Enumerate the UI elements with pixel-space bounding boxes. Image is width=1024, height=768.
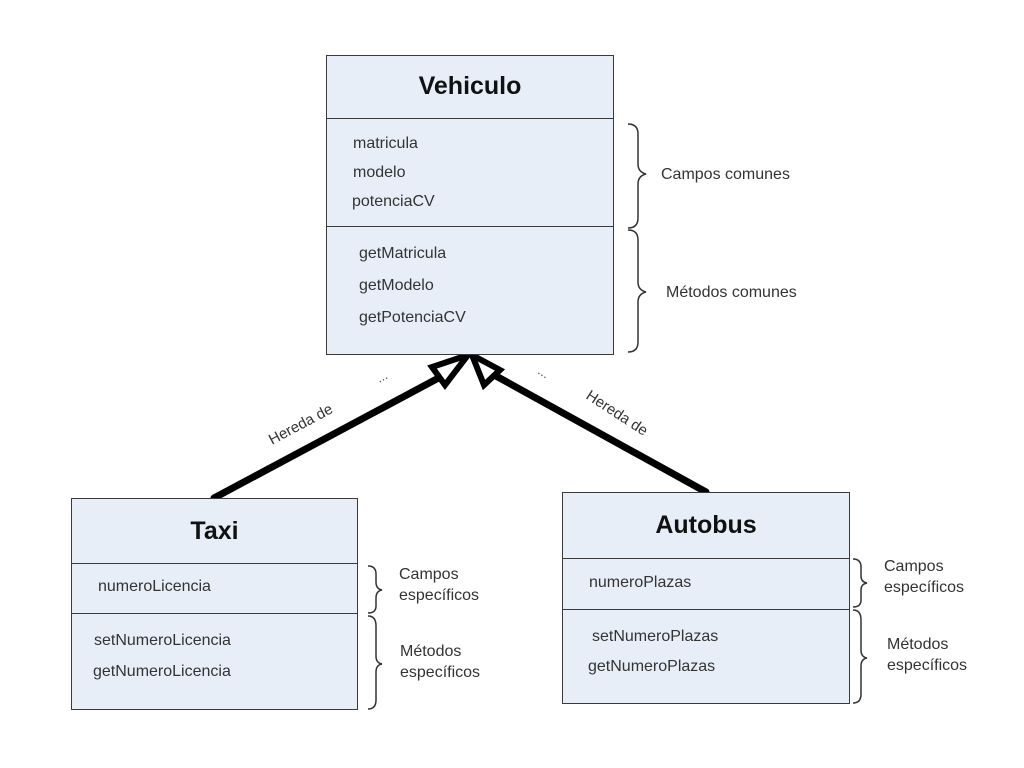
method-getMatricula: getMatricula [359,245,447,262]
annotation-metodos-comunes: Métodos comunes [666,284,797,301]
brace-campos-comunes [627,123,647,229]
annotation-taxi-metodos-line1: Métodos [400,643,462,660]
annotation-taxi-campos-line2: específicos [399,587,480,604]
ellipsis-right: ... [535,363,552,381]
class-vehiculo: Vehiculo matricula modelo potenciaCV get… [326,55,614,355]
brace-autobus-metodos [852,609,868,704]
class-autobus: Autobus numeroPlazas setNumeroPlazas get… [562,492,850,704]
method-getNumeroLicencia: getNumeroLicencia [93,663,231,680]
class-name-vehiculo: Vehiculo [418,72,522,100]
annotation-taxi-metodos: Métodos específicos [400,641,480,683]
annotation-autobus-campos-line2: específicos [884,579,965,596]
annotation-taxi-campos-line1: Campos [399,566,459,583]
brace-autobus-campos [852,558,868,608]
brace-taxi-campos [367,565,383,614]
annotation-taxi-metodos-line2: específicos [400,664,481,681]
methods-section-taxi: setNumeroLicencia getNumeroLicencia [72,613,357,710]
field-numeroPlazas: numeroPlazas [589,574,692,591]
method-getPotenciaCV: getPotenciaCV [359,309,466,326]
field-numeroLicencia: numeroLicencia [98,578,211,595]
methods-section-vehiculo: getMatricula getModelo getPotenciaCV [327,226,613,355]
class-taxi: Taxi numeroLicencia setNumeroLicencia ge… [71,498,358,710]
annotation-campos-comunes: Campos comunes [661,166,790,183]
methods-section-autobus: setNumeroPlazas getNumeroPlazas [563,609,849,704]
method-setNumeroPlazas: setNumeroPlazas [592,628,719,645]
fields-section-taxi: numeroLicencia [72,563,357,614]
field-matricula: matricula [353,135,418,152]
inheritance-arrowhead-autobus [466,348,506,391]
method-getNumeroPlazas: getNumeroPlazas [588,658,716,675]
annotation-autobus-campos-line1: Campos [884,558,944,575]
annotation-autobus-metodos-line2: específicos [887,657,968,674]
field-potenciaCV: potenciaCV [352,193,435,210]
annotation-autobus-campos: Campos específicos [884,556,964,598]
inheritance-line-taxi [210,370,450,502]
brace-metodos-comunes [627,229,647,353]
annotation-taxi-campos: Campos específicos [399,564,479,606]
fields-section-vehiculo: matricula modelo potenciaCV [327,118,613,227]
method-getModelo: getModelo [359,277,434,294]
class-name-taxi: Taxi [190,517,239,545]
fields-section-autobus: numeroPlazas [563,558,849,610]
inheritance-line-autobus [492,372,710,496]
method-setNumeroLicencia: setNumeroLicencia [94,632,231,649]
brace-taxi-metodos [367,615,383,710]
ellipsis-left: ... [373,367,390,385]
annotation-autobus-metodos-line1: Métodos [887,636,949,653]
field-modelo: modelo [353,164,406,181]
inheritance-arrowhead-taxi [427,349,477,391]
class-name-autobus: Autobus [655,511,757,539]
annotation-autobus-metodos: Métodos específicos [887,634,967,676]
